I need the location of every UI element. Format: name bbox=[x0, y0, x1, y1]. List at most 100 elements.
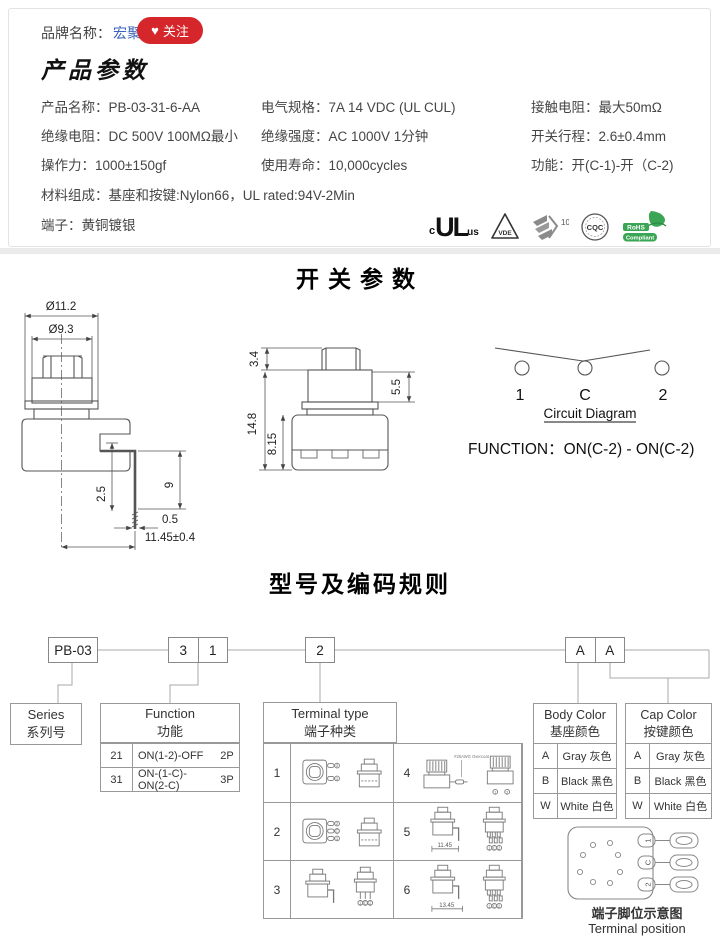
function-text: FUNCTION：ON(C-2) - ON(C-2) bbox=[468, 441, 694, 458]
spec-value: 7A 14 VDC (UL CUL) bbox=[328, 100, 456, 115]
svg-text:C: C bbox=[493, 903, 496, 908]
terminal-row-number: 5 bbox=[394, 803, 420, 861]
coding-section: 型号及编码规则 PB-03 3 1 2 A A Series 系列号 bbox=[0, 555, 720, 945]
spec-item: 端子：黄铜镀银 bbox=[41, 214, 136, 234]
svg-text:11.45±0.4: 11.45±0.4 bbox=[145, 532, 196, 544]
spec-item: 功能：开(C-1)-开（C-2) bbox=[531, 154, 674, 174]
terminal-pin-2: 2 bbox=[643, 882, 652, 886]
svg-text:2: 2 bbox=[336, 821, 339, 826]
terminal-type-header: Terminal type 端子种类 bbox=[263, 702, 397, 743]
svg-text:11.45: 11.45 bbox=[438, 842, 453, 848]
svg-text:1: 1 bbox=[336, 776, 339, 781]
spec-value: 黄铜镀银 bbox=[81, 218, 136, 233]
spec-label: 接触电阻： bbox=[531, 100, 599, 115]
series-box: Series 系列号 bbox=[10, 703, 82, 745]
function-row: 31 ON-(1-C)-ON(2-C) 3P bbox=[101, 767, 239, 792]
spec-item: 开关行程：2.6±0.4mm bbox=[531, 125, 666, 145]
terminal-drawing-3: 1 C 2 bbox=[291, 861, 394, 918]
svg-text:1: 1 bbox=[494, 790, 497, 795]
spec-item: 使用寿命：10,000cycles bbox=[261, 154, 407, 174]
spec-value: 1000±150gf bbox=[95, 158, 167, 173]
function-table: Function 功能 21 ON(1-2)-OFF 2P 31 ON-(1-C… bbox=[100, 703, 240, 792]
circuit-pin-2: 2 bbox=[659, 387, 668, 404]
spec-label: 绝缘强度： bbox=[261, 129, 329, 144]
svg-text:10: 10 bbox=[561, 218, 569, 227]
svg-text:2.5: 2.5 bbox=[96, 486, 108, 502]
brand-label: 品牌名称： bbox=[41, 25, 111, 41]
terminal-row-number: 2 bbox=[264, 803, 291, 861]
coding-connector-lines bbox=[57, 649, 710, 703]
terminal-drawing-1: 2 1 bbox=[291, 744, 394, 803]
spec-value: 2.6±0.4mm bbox=[598, 129, 666, 144]
spec-value: 最大50mΩ bbox=[598, 100, 662, 115]
svg-text:C: C bbox=[336, 828, 339, 833]
body-color-header: Body Color 基座颜色 bbox=[544, 707, 606, 739]
code-cap-color: A bbox=[594, 638, 625, 662]
terminal-position-diagram: 1 C 2 bbox=[567, 826, 699, 900]
code-box-colors: A A bbox=[565, 637, 625, 663]
spec-label: 材料组成： bbox=[41, 188, 109, 203]
svg-text:Compliant: Compliant bbox=[626, 236, 654, 242]
svg-text:Ø9.3: Ø9.3 bbox=[49, 324, 74, 336]
svg-text:9: 9 bbox=[164, 482, 176, 488]
svg-text:8.15: 8.15 bbox=[267, 433, 279, 455]
svg-text:1: 1 bbox=[488, 845, 491, 850]
spec-label: 电气规格： bbox=[261, 100, 329, 115]
follow-button[interactable]: ♥ 关注 bbox=[137, 17, 203, 44]
svg-text:3.4: 3.4 bbox=[249, 350, 261, 367]
spec-label: 开关行程： bbox=[531, 129, 599, 144]
svg-text:C: C bbox=[493, 845, 496, 850]
terminal-type-table: 1 2 1 4 #26AWG Overcoat bbox=[263, 743, 523, 919]
spec-item: 绝缘电阻：DC 500V 100MΩ最小 bbox=[41, 125, 238, 145]
svg-text:2: 2 bbox=[506, 790, 509, 795]
coding-title: 型号及编码规则 bbox=[269, 571, 451, 597]
follow-button-label: 关注 bbox=[162, 24, 189, 39]
svg-text:1: 1 bbox=[488, 903, 491, 908]
code-function-digit2: 1 bbox=[197, 638, 228, 662]
terminal-position-caption-en: Terminal position bbox=[588, 921, 686, 936]
cert-rohs-icon: RoHS Compliant bbox=[622, 211, 667, 242]
spec-label: 使用寿命： bbox=[261, 158, 329, 173]
spec-item: 产品名称：PB-03-31-6-AA bbox=[41, 96, 200, 116]
svg-text:5.5: 5.5 bbox=[391, 379, 403, 395]
spec-item: 绝缘强度：AC 1000V 1分钟 bbox=[261, 125, 428, 145]
spec-item: 操作力：1000±150gf bbox=[41, 154, 166, 174]
svg-text:1: 1 bbox=[359, 900, 362, 905]
cap-color-header: Cap Color 按键颜色 bbox=[640, 707, 697, 739]
svg-text:2: 2 bbox=[336, 763, 339, 768]
circuit-diagram: 1 C 2 Circuit Diagram FUNCTION：ON(C-2) -… bbox=[468, 347, 694, 458]
spec-item: 材料组成：基座和按键:Nylon66，UL rated:94V-2Min bbox=[41, 184, 355, 204]
svg-text:VDE: VDE bbox=[498, 230, 512, 237]
circuit-pin-1: 1 bbox=[516, 387, 525, 404]
terminal-pin-1: 1 bbox=[643, 838, 652, 842]
svg-text:C: C bbox=[364, 900, 367, 905]
code-function-digit1: 3 bbox=[179, 642, 187, 658]
spec-item: 电气规格：7A 14 VDC (UL CUL) bbox=[261, 96, 456, 116]
spec-label: 功能： bbox=[531, 158, 572, 173]
spec-value: 基座和按键:Nylon66，UL rated:94V-2Min bbox=[108, 188, 355, 203]
spec-value: 10,000cycles bbox=[328, 158, 408, 173]
svg-text:RoHS: RoHS bbox=[627, 225, 645, 232]
heart-icon: ♥ bbox=[151, 23, 159, 38]
spec-label: 产品名称： bbox=[41, 100, 109, 115]
code-body-color: A bbox=[575, 642, 585, 658]
terminal-row-number: 4 bbox=[394, 744, 420, 803]
cert-cqc-icon: CQC bbox=[581, 213, 609, 241]
svg-text:2: 2 bbox=[498, 903, 501, 908]
svg-text:14.8: 14.8 bbox=[247, 413, 259, 435]
product-card: 品牌名称：宏聚开关 ♥ 关注 产品参数 产品名称：PB-03-31-6-AA 电… bbox=[8, 8, 711, 247]
svg-text:1: 1 bbox=[336, 835, 339, 840]
terminal-drawing-6: 13.45 1 C 2 bbox=[420, 861, 522, 918]
spec-label: 操作力： bbox=[41, 158, 95, 173]
spec-value: DC 500V 100MΩ最小 bbox=[108, 129, 238, 144]
side-view-drawing: 3.4 14.8 5.5 8.15 bbox=[247, 347, 415, 471]
spec-value: AC 1000V 1分钟 bbox=[328, 129, 429, 144]
